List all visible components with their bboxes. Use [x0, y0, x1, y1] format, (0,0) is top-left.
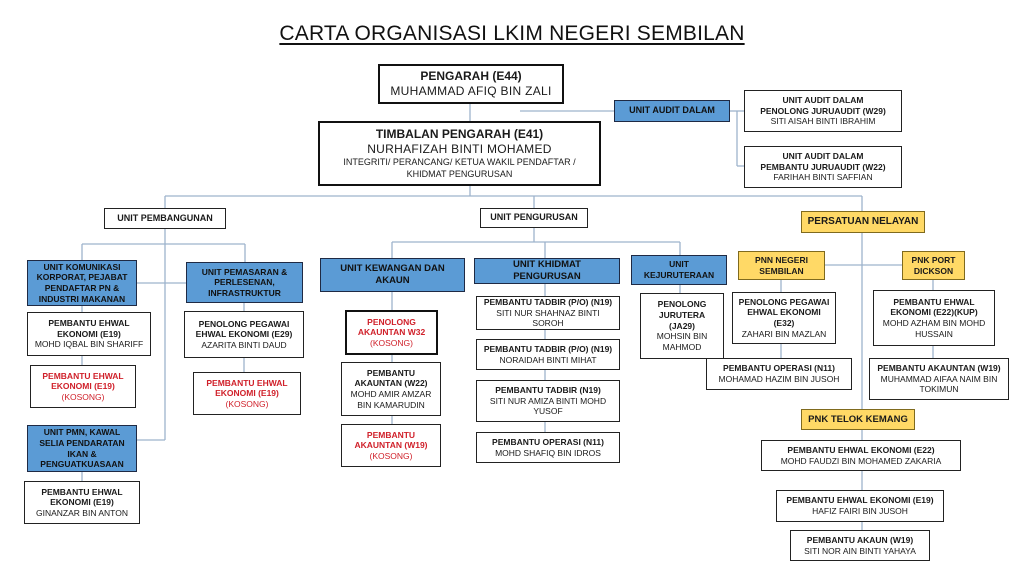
timbalan-duties-2: KHIDMAT PENGURUSAN [406, 168, 513, 179]
pmn-staff-1: PEMBANTU EHWAL EKONOMI (E19) GINANZAR BI… [24, 481, 140, 524]
audit-staff-role: PENOLONG JURUAUDIT (W29) [760, 105, 886, 116]
staff-name: MOHD AMIR AMZAR BIN KAMARUDIN [350, 389, 432, 410]
pnn-staff-2: PEMBANTU OPERASI (N11) MOHAMAD HAZIM BIN… [706, 358, 852, 390]
unit-pmn: UNIT PMN, KAWAL SELIA PENDARATAN IKAN & … [27, 425, 137, 472]
staff-role: PEMBANTU EHWAL EKONOMI (E19) [48, 318, 130, 339]
unit-komunikasi-korporat: UNIT KOMUNIKASI KORPORAT, PEJABAT PENDAF… [27, 260, 137, 306]
staff-role: PEMBANTU EHWAL EKONOMI (E19) [786, 495, 934, 506]
staff-role: PEMBANTU EHWAL EKONOMI (E19) [41, 486, 123, 508]
staff-name: MUHAMMAD AIFAA NAIM BIN TOKIMUN [880, 373, 998, 395]
korporat-staff-2: PEMBANTU EHWAL EKONOMI (E19) (KOSONG) [30, 365, 136, 408]
audit-staff-unit: UNIT AUDIT DALAM [782, 151, 864, 162]
khidmat-staff-3: PEMBANTU TADBIR (N19) SITI NUR AMIZA BIN… [476, 380, 620, 422]
staff-name: NORAIDAH BINTI MIHAT [499, 354, 597, 365]
pnn-negeri-sembilan: PNN NEGERI SEMBILAN [738, 251, 825, 280]
kejuruteraan-staff-1: PENOLONG JURUTERA (JA29) MOHSIN BIN MAHM… [640, 293, 724, 359]
staff-role: PENOLONG PEGAWAI EHWAL EKONOMI (E29) [195, 318, 293, 340]
staff-name: (KOSONG) [61, 391, 105, 402]
staff-name: MOHAMAD HAZIM BIN JUSOH [718, 374, 840, 384]
kewangan-staff-2: PEMBANTU AKAUNTAN (W22) MOHD AMIR AMZAR … [341, 362, 441, 416]
pnn-staff-1: PENOLONG PEGAWAI EHWAL EKONOMI (E32) ZAH… [732, 292, 836, 344]
unit-pembangunan: UNIT PEMBANGUNAN [104, 208, 226, 229]
staff-name: (KOSONG) [370, 337, 413, 348]
khidmat-staff-4: PEMBANTU OPERASI (N11) MOHD SHAFIQ BIN I… [476, 432, 620, 463]
unit-kewangan-akaun: UNIT KEWANGAN DAN AKAUN [320, 258, 465, 292]
pnk-tk-staff-2: PEMBANTU EHWAL EKONOMI (E19) HAFIZ FAIRI… [776, 490, 944, 522]
kewangan-staff-1: PENOLONG AKAUNTAN W32 (KOSONG) [345, 310, 438, 355]
staff-role: PEMBANTU EHWAL EKONOMI (E19) [42, 370, 124, 392]
staff-name: SITI NUR AMIZA BINTI MOHD YUSOF [489, 395, 607, 417]
staff-role: PEMBANTU EHWAL EKONOMI (E22)(KUP) [890, 296, 978, 318]
unit-audit-dalam: UNIT AUDIT DALAM [614, 100, 730, 122]
khidmat-staff-2: PEMBANTU TADBIR (P/O) (N19) NORAIDAH BIN… [476, 339, 620, 370]
staff-name: SITI NUR SHAHNAZ BINTI SOROH [496, 307, 600, 329]
staff-role: PEMBANTU AKAUNTAN (W19) [877, 363, 1001, 374]
unit-pemasaran: UNIT PEMASARAN & PERLESENAN, INFRASTRUKT… [186, 262, 303, 303]
pnk-port-dickson: PNK PORT DICKSON [902, 251, 965, 280]
staff-role: PEMBANTU TADBIR (N19) [495, 385, 601, 396]
staff-role: PEMBANTU EHWAL EKONOMI (E19) [206, 377, 288, 399]
audit-staff-unit: UNIT AUDIT DALAM [782, 95, 864, 106]
pemasaran-staff-1: PENOLONG PEGAWAI EHWAL EKONOMI (E29) AZA… [184, 311, 304, 358]
staff-role: PEMBANTU TADBIR (P/O) (N19) [483, 343, 613, 354]
pnk-tk-staff-3: PEMBANTU AKAUN (W19) SITI NOR AIN BINTI … [790, 530, 930, 561]
staff-name: MOHSIN BIN MAHMOD [656, 331, 708, 352]
staff-role: PEMBANTU OPERASI (N11) [492, 436, 604, 447]
staff-name: HAFIZ FAIRI BIN JUSOH [812, 506, 908, 516]
korporat-staff-1: PEMBANTU EHWAL EKONOMI (E19) MOHD IQBAL … [27, 312, 151, 356]
staff-role: PEMBANTU TADBIR (P/O) (N19) [483, 297, 613, 308]
staff-name: AZARITA BINTI DAUD [201, 339, 287, 350]
pnk-pd-staff-1: PEMBANTU EHWAL EKONOMI (E22)(KUP) MOHD A… [873, 290, 995, 346]
audit-staff-2: UNIT AUDIT DALAM PEMBANTU JURUAUDIT (W22… [744, 146, 902, 188]
staff-name: MOHD IQBAL BIN SHARIFF [34, 339, 144, 350]
staff-name: GINANZAR BIN ANTON [36, 507, 128, 518]
chart-title: CARTA ORGANISASI LKIM NEGERI SEMBILAN [279, 22, 745, 45]
pnk-tk-staff-1: PEMBANTU EHWAL EKONOMI (E22) MOHD FAUDZI… [761, 440, 961, 471]
staff-role: PENOLONG AKAUNTAN W32 [357, 316, 426, 338]
unit-kejuruteraan: UNIT KEJURUTERAAN [631, 255, 727, 285]
staff-name: SITI NOR AIN BINTI YAHAYA [804, 545, 916, 556]
staff-role: PEMBANTU AKAUNTAN (W22) [354, 367, 428, 389]
staff-name: MOHD SHAFIQ BIN IDROS [495, 447, 601, 458]
unit-khidmat-pengurusan: UNIT KHIDMAT PENGURUSAN [474, 258, 620, 284]
staff-role: PEMBANTU OPERASI (N11) [723, 363, 835, 374]
timbalan-name: NURHAFIZAH BINTI MOHAMED [367, 142, 552, 157]
pengarah-box: PENGARAH (E44) MUHAMMAD AFIQ BIN ZALI [378, 64, 564, 104]
timbalan-duties-1: INTEGRITI/ PERANCANG/ KETUA WAKIL PENDAF… [343, 157, 576, 168]
staff-name: MOHD AZHAM BIN MOHD HUSSAIN [882, 318, 986, 339]
pengarah-name: MUHAMMAD AFIQ BIN ZALI [390, 84, 552, 98]
audit-staff-1: UNIT AUDIT DALAM PENOLONG JURUAUDIT (W29… [744, 90, 902, 132]
unit-pengurusan: UNIT PENGURUSAN [480, 208, 588, 228]
pemasaran-staff-2: PEMBANTU EHWAL EKONOMI (E19) (KOSONG) [193, 372, 301, 415]
pnk-telok-kemang: PNK TELOK KEMANG [801, 409, 915, 430]
staff-role: PENOLONG PEGAWAI EHWAL EKONOMI (E32) [738, 296, 830, 328]
audit-staff-name: FARIHAH BINTI SAFFIAN [773, 172, 873, 183]
staff-name: (KOSONG) [369, 450, 413, 461]
khidmat-staff-1: PEMBANTU TADBIR (P/O) (N19) SITI NUR SHA… [476, 296, 620, 330]
staff-role: PEMBANTU EHWAL EKONOMI (E22) [787, 444, 935, 455]
pengarah-role: PENGARAH (E44) [420, 69, 522, 83]
kewangan-staff-3: PEMBANTU AKAUNTAN (W19) (KOSONG) [341, 424, 441, 467]
staff-role: PEMBANTU AKAUN (W19) [806, 534, 914, 545]
timbalan-box: TIMBALAN PENGARAH (E41) NURHAFIZAH BINTI… [318, 121, 601, 186]
audit-staff-name: SITI AISAH BINTI IBRAHIM [770, 116, 876, 127]
pnk-pd-staff-2: PEMBANTU AKAUNTAN (W19) MUHAMMAD AIFAA N… [869, 358, 1009, 400]
staff-role: PENOLONG JURUTERA (JA29) [657, 299, 707, 331]
staff-role: PEMBANTU AKAUNTAN (W19) [354, 429, 428, 451]
staff-name: (KOSONG) [225, 398, 269, 409]
timbalan-role: TIMBALAN PENGARAH (E41) [375, 127, 544, 142]
persatuan-nelayan: PERSATUAN NELAYAN [801, 211, 925, 233]
staff-name: MOHD FAUDZI BIN MOHAMED ZAKARIA [780, 455, 942, 466]
audit-staff-role: PEMBANTU JURUAUDIT (W22) [760, 161, 886, 172]
staff-name: ZAHARI BIN MAZLAN [741, 328, 827, 339]
